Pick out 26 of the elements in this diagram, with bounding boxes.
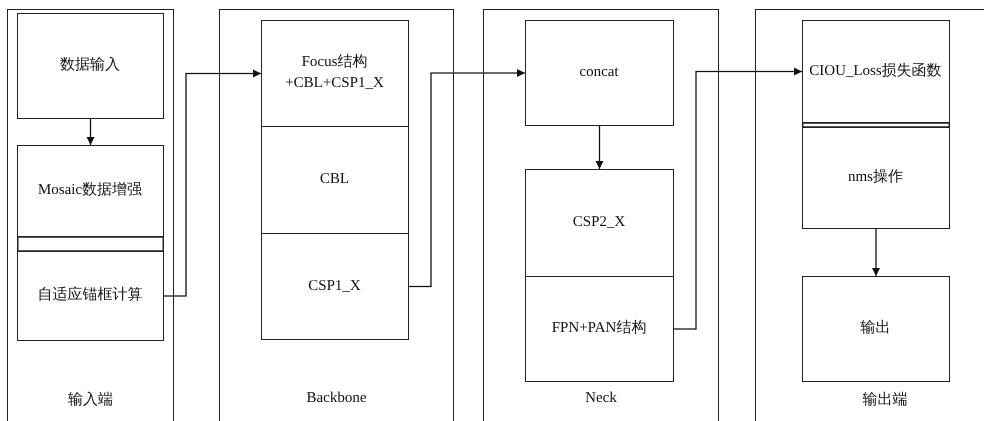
arrow [164, 70, 261, 297]
stage-heading: 输出端 [862, 390, 908, 409]
arrow [409, 69, 525, 288]
arrow [86, 119, 94, 145]
process-box: CSP2_X [524, 168, 674, 276]
arrow [674, 68, 802, 330]
stage-heading: Neck [585, 390, 617, 407]
stage-column [483, 9, 719, 421]
arrow [872, 229, 880, 276]
process-box: concat [524, 20, 674, 126]
stage-column [755, 9, 984, 421]
process-box: nms操作 [802, 126, 950, 228]
process-box: 自适应锚框计算 [16, 250, 164, 340]
process-box: Focus结构 +CBL+CSP1_X [260, 20, 408, 126]
process-box: 输出 [802, 276, 950, 382]
stage-column [7, 9, 174, 421]
process-box: Mosaic数据增强 [16, 144, 164, 236]
process-box: FPN+PAN结构 [524, 276, 674, 382]
process-box: CIOU_Loss损失函数 [802, 20, 950, 122]
process-box: CSP1_X [260, 232, 408, 340]
stage-heading: 输入端 [68, 390, 113, 409]
process-box: CBL [260, 126, 408, 234]
process-box: 数据输入 [16, 12, 164, 118]
stage-heading: Backbone [306, 390, 366, 407]
stage-column [219, 9, 454, 421]
arrow [596, 126, 604, 169]
